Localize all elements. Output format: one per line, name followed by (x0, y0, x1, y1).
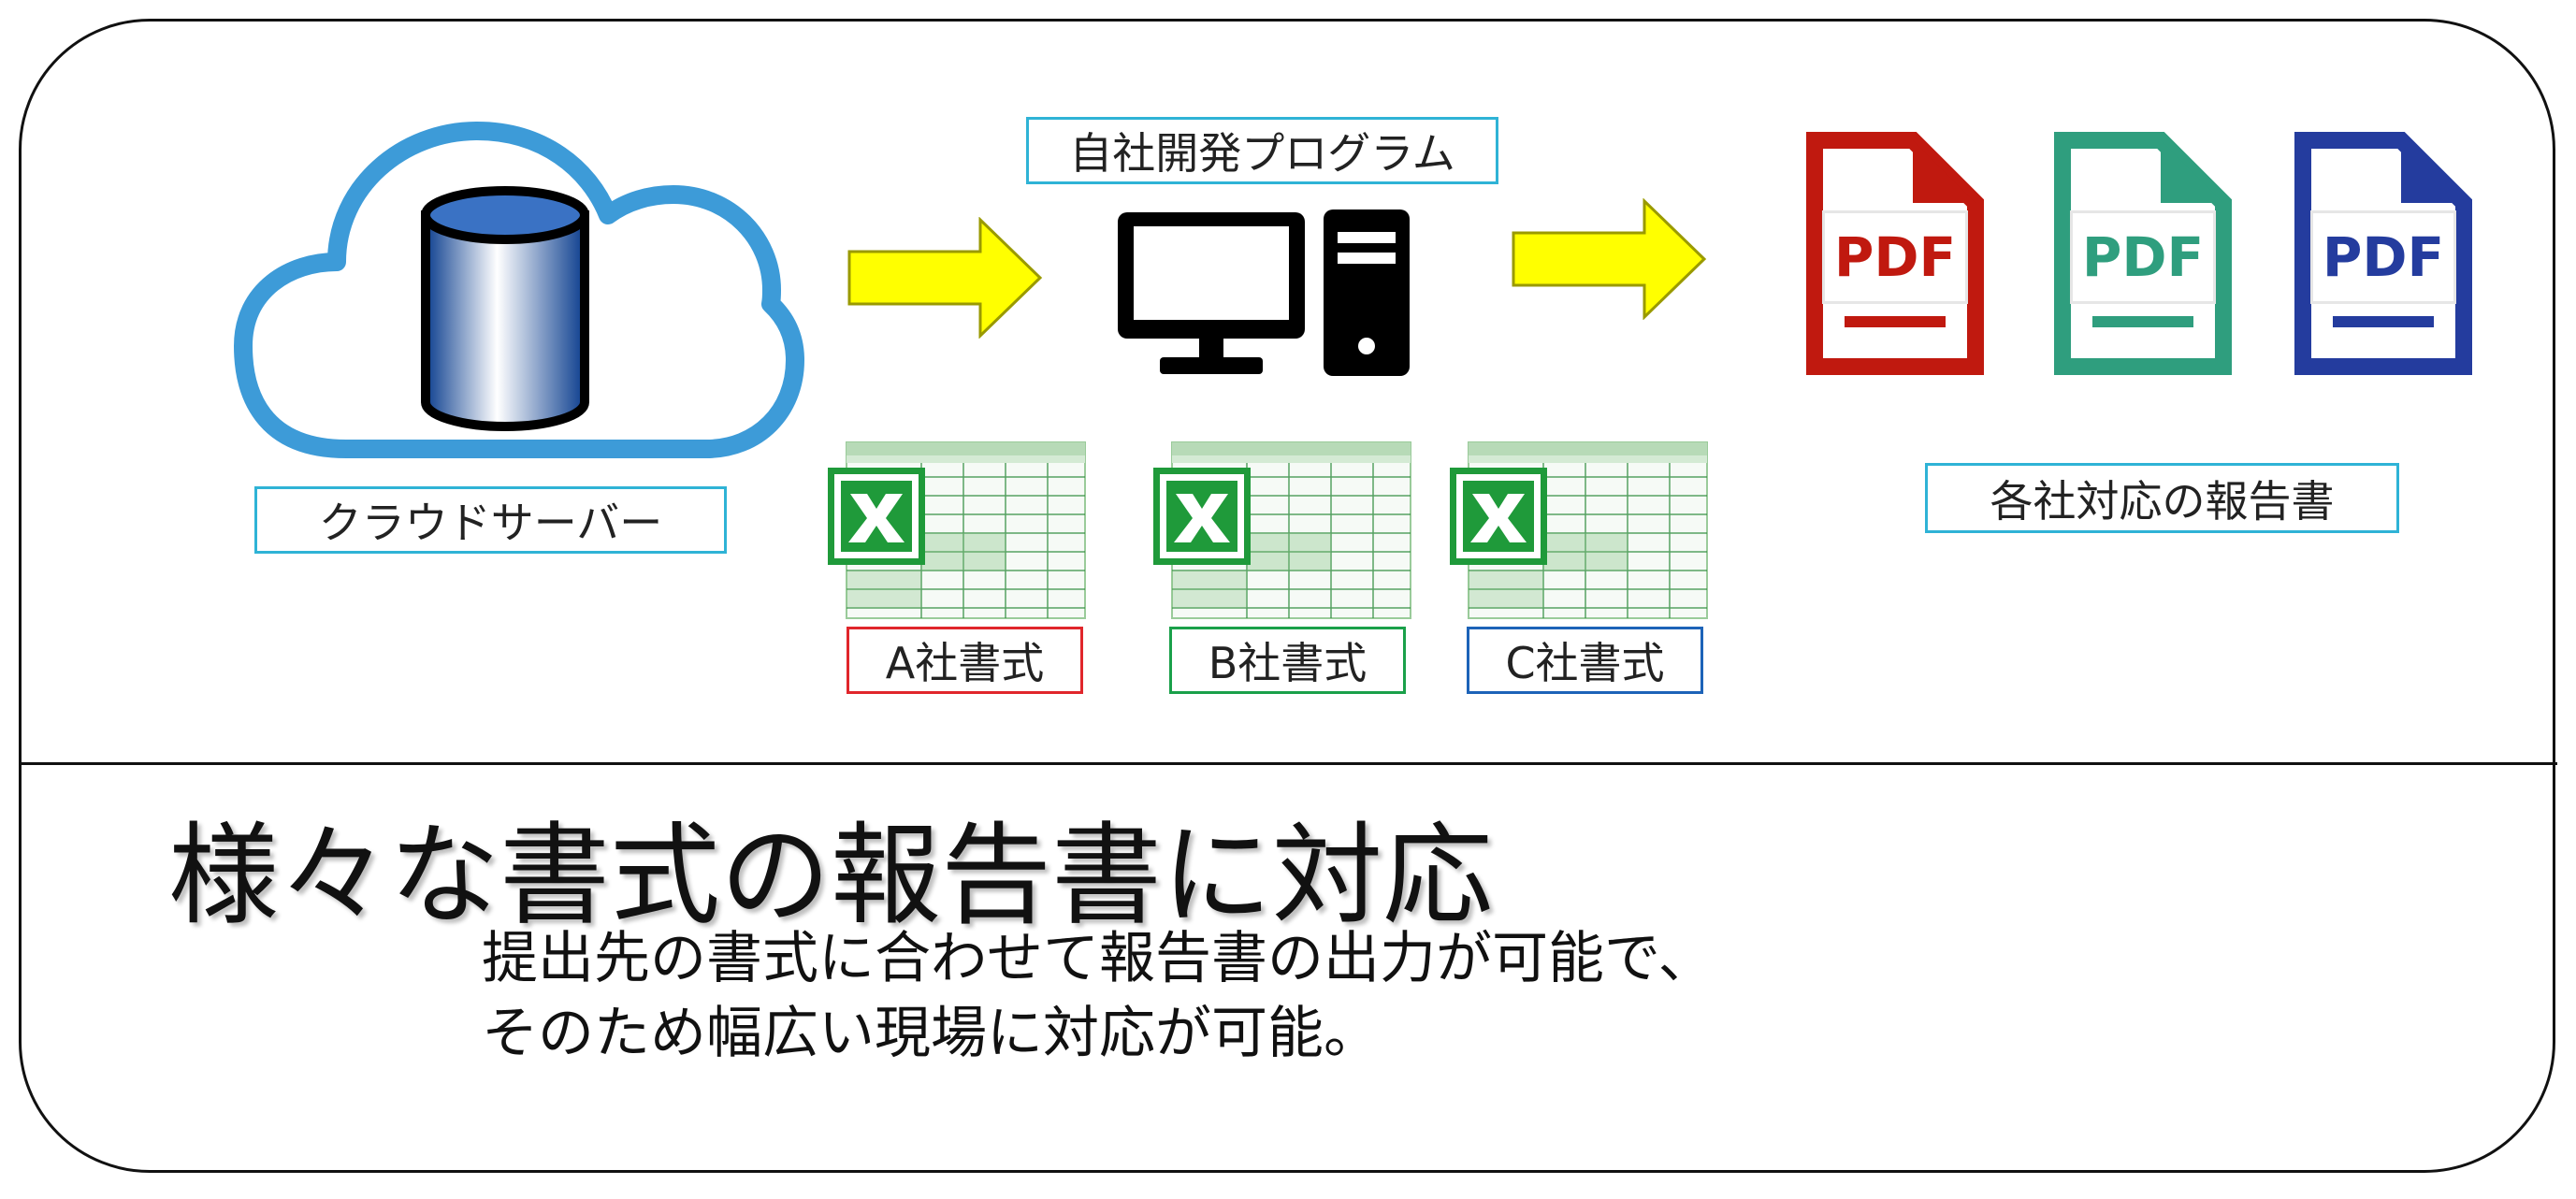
section-divider (19, 762, 2557, 765)
main-heading: 様々な書式の報告書に対応 (168, 811, 1494, 940)
description-line-2: そのため幅広い現場に対応が可能。 (482, 1001, 1380, 1066)
description: 提出先の書式に合わせて報告書の出力が可能で、 そのため幅広い現場に対応が可能。 (482, 921, 1715, 1071)
arrow-right-icon (1512, 198, 1707, 320)
arrow-right-icon (847, 217, 1043, 339)
pdf-file-icon: PDF (2294, 131, 2473, 376)
format-label-b: B社書式 (1169, 627, 1406, 694)
cloud-icon (234, 122, 804, 458)
computer-icon (1118, 209, 1410, 376)
excel-sheet-c (1450, 440, 1712, 622)
database-icon (421, 186, 589, 431)
program-label: 自社開発プログラム (1026, 117, 1498, 184)
excel-sheet-a (828, 440, 1090, 622)
file-outline (1806, 132, 1984, 375)
pdf-file-icon: PDF (1805, 131, 1985, 376)
diagram-frame (19, 19, 2555, 1173)
description-line-1: 提出先の書式に合わせて報告書の出力が可能で、 (482, 926, 1715, 991)
excel-icon (828, 468, 925, 565)
pdf-label: PDF (2070, 210, 2216, 304)
format-label-c: C社書式 (1467, 627, 1703, 694)
format-label-a: A社書式 (847, 627, 1083, 694)
pdf-label: PDF (1822, 210, 1968, 304)
excel-icon (1153, 468, 1251, 565)
excel-sheet-b (1153, 440, 1415, 622)
cloud-server-label: クラウドサーバー (254, 486, 727, 554)
pdf-label: PDF (2310, 210, 2456, 304)
pdf-file-icon: PDF (2053, 131, 2233, 376)
reports-label: 各社対応の報告書 (1925, 463, 2399, 533)
excel-icon (1450, 468, 1547, 565)
